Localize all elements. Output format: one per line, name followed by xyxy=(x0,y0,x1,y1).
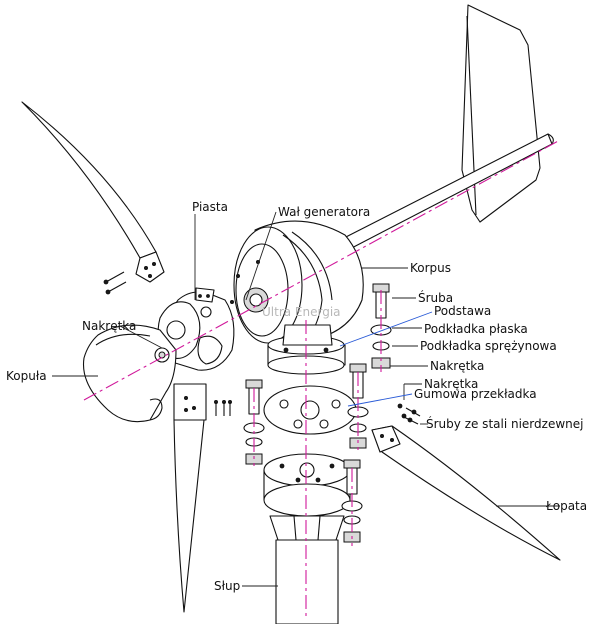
tail-vane xyxy=(339,4,554,253)
label-gumowa-przekladka: Gumowa przekładka xyxy=(414,387,537,401)
label-lopata: Łopata xyxy=(545,499,587,513)
watermark-text: Ultra Energia xyxy=(262,305,341,319)
bolt-stack-middle-right xyxy=(347,363,369,449)
label-podkladka-sprezynowa: Podkładka sprężynowa xyxy=(420,339,557,353)
generator-body xyxy=(229,220,364,375)
label-slup: Słup xyxy=(214,579,240,593)
label-podstawa: Podstawa xyxy=(434,304,491,318)
nose-cone xyxy=(82,324,177,423)
label-nakretka-right-2: Nakrętka xyxy=(424,377,478,391)
centre-axes xyxy=(83,139,561,620)
label-nakretka-right-1: Nakrętka xyxy=(430,359,484,373)
label-sruby-nierdzewne: Śruby ze stali nierdzewnej xyxy=(426,416,583,431)
label-kopula: Kopuła xyxy=(6,369,47,383)
part-labels: Piasta Wał generatora Korpus Śruba Podst… xyxy=(6,200,587,593)
label-nakretka-left: Nakrętka xyxy=(82,319,136,333)
label-korpus: Korpus xyxy=(410,261,451,275)
label-piasta: Piasta xyxy=(192,200,228,214)
blade-upper-left xyxy=(21,101,165,295)
label-sruba: Śruba xyxy=(418,290,453,305)
label-podkladka-plaska: Podkładka płaska xyxy=(424,322,528,336)
blade-right xyxy=(371,403,561,561)
label-wal-generatora: Wał generatora xyxy=(278,205,370,219)
leader-lines xyxy=(52,211,560,587)
rubber-gasket xyxy=(263,385,357,435)
pole xyxy=(263,453,351,625)
blade-lower xyxy=(173,383,232,613)
